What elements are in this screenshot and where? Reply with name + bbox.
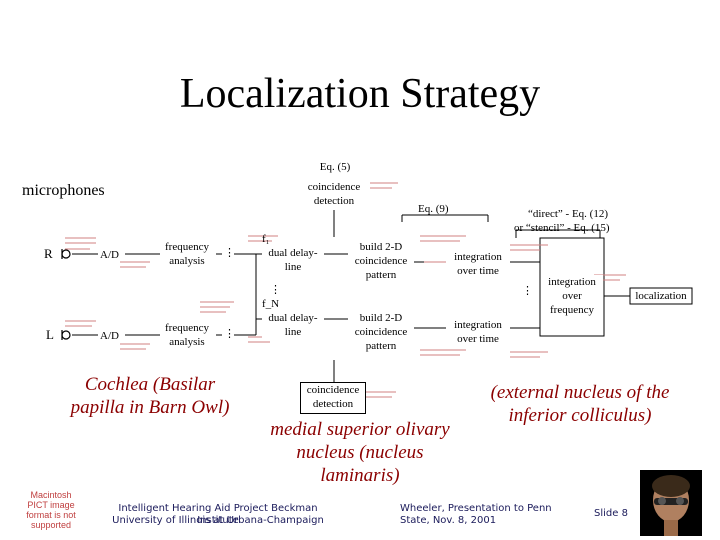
cochlea-annotation: Cochlea (Basilar papilla in Barn Owl) (70, 374, 230, 418)
f1-label: f₁ (262, 233, 270, 245)
coincidence-detection-bottom: coincidence detection (300, 382, 366, 414)
scribble-notes (65, 182, 626, 398)
ellipsis-right: ⋮ (522, 285, 533, 297)
dual-delay-line-bottom: dual delay-line (262, 311, 324, 339)
build-coincidence-pattern-top: build 2-D coincidence pattern (348, 240, 414, 282)
dual-delay-line-top: dual delay-line (262, 246, 324, 274)
pict-unsupported-notice: Macintosh PICT image format is not suppo… (26, 490, 76, 530)
frequency-analysis-bottom: frequency analysis (160, 321, 214, 349)
eq5-label: Eq. (5) (319, 161, 351, 173)
stencil-eq-label: or “stencil” - Eq. (15) (514, 222, 610, 234)
direct-eq-label: “direct” - Eq. (12) (528, 208, 609, 220)
coincidence-detection-top: coincidence detection (300, 180, 368, 210)
frequency-analysis-top: frequency analysis (160, 240, 214, 268)
fn-label: f_N (262, 298, 280, 310)
footer-presenter-line2: State, Nov. 8, 2001 (400, 515, 497, 526)
ellipsis-top: ⋮ (224, 247, 235, 259)
mso-annotation: medial superior olivary nucleus (nucleus… (270, 419, 450, 486)
microphones-label: microphones (22, 182, 105, 199)
ellipsis-middle: ⋮ (270, 284, 281, 296)
localization-output: localization (631, 290, 691, 303)
footer-institute-line2: University of Illinois at Urbana-Champai… (112, 515, 324, 526)
mic-right-label: R (44, 246, 53, 261)
footer-institute-line1: Intelligent Hearing Aid Project Beckman … (118, 503, 318, 526)
integration-over-time-bottom: integration over time (446, 318, 510, 346)
integration-over-time-top: integration over time (446, 250, 510, 278)
mic-left-label: L (46, 327, 54, 342)
build-coincidence-pattern-bottom: build 2-D coincidence pattern (348, 311, 414, 353)
slide-number: Slide 8 (594, 508, 628, 519)
ad-converter-bottom: A/D (100, 330, 119, 342)
slide-title: Localization Strategy (179, 71, 541, 117)
mannequin-head-image (640, 470, 702, 536)
ad-converter-top: A/D (100, 249, 119, 261)
eq9-label: Eq. (9) (418, 203, 449, 215)
ellipsis-bottom: ⋮ (224, 328, 235, 340)
external-nucleus-annotation: (external nucleus of the inferior collic… (490, 382, 670, 426)
footer-presenter-line1: Wheeler, Presentation to Penn (400, 503, 552, 514)
integration-over-frequency: integration over frequency (541, 275, 603, 317)
